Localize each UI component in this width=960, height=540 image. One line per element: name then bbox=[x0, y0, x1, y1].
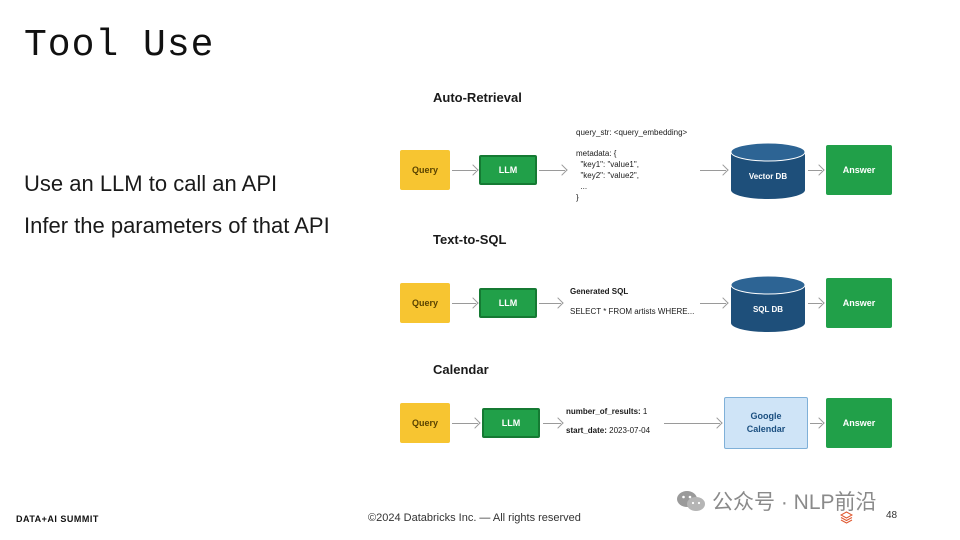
sql-db: SQL DB bbox=[730, 275, 806, 333]
arrow-db-answer-1 bbox=[808, 170, 822, 171]
query-box-text-to-sql: Query bbox=[400, 283, 450, 323]
arrow-params-db-1 bbox=[700, 170, 726, 171]
google-calendar-line2: Calendar bbox=[746, 424, 786, 434]
slide-title: Tool Use bbox=[24, 24, 215, 67]
param-line: Generated SQL bbox=[570, 287, 629, 296]
params-text-to-sql: Generated SQL SELECT * FROM artists WHER… bbox=[570, 286, 694, 317]
answer-box-calendar: Answer bbox=[826, 398, 892, 448]
param-key: start_date: bbox=[566, 426, 607, 435]
llm-box-auto-retrieval: LLM bbox=[479, 155, 537, 185]
param-line: "key2": "value2", bbox=[576, 171, 639, 180]
arrow-params-calendar bbox=[664, 423, 720, 424]
params-calendar: number_of_results: 1 start_date: 2023-07… bbox=[566, 406, 650, 436]
params-auto-retrieval: query_str: <query_embedding> metadata: {… bbox=[576, 127, 687, 203]
llm-box-text-to-sql: LLM bbox=[479, 288, 537, 318]
arrow-llm-params-3 bbox=[543, 423, 561, 424]
arrow-params-db-2 bbox=[700, 303, 726, 304]
page-number: 48 bbox=[886, 510, 898, 521]
sql-db-label: SQL DB bbox=[752, 305, 784, 314]
param-line: "key1": "value1", bbox=[576, 160, 639, 169]
query-box-auto-retrieval: Query bbox=[400, 150, 450, 190]
query-box-calendar: Query bbox=[400, 403, 450, 443]
llm-box-calendar: LLM bbox=[482, 408, 540, 438]
arrow-query-llm-3 bbox=[452, 423, 478, 424]
vector-db: Vector DB bbox=[730, 142, 806, 200]
google-calendar-line1: Google bbox=[750, 411, 782, 421]
database-icon bbox=[730, 142, 806, 199]
watermark-text: 公众号 · NLP前沿 bbox=[712, 491, 877, 514]
param-line: } bbox=[576, 193, 579, 202]
wechat-icon bbox=[677, 491, 705, 511]
arrow-query-llm-2 bbox=[452, 303, 476, 304]
bullet-2: Infer the parameters of that API bbox=[24, 213, 330, 238]
param-key: number_of_results: bbox=[566, 407, 641, 416]
arrow-calendar-answer bbox=[810, 423, 822, 424]
arrow-llm-params-1 bbox=[539, 170, 565, 171]
param-value: 1 bbox=[642, 407, 648, 416]
answer-box-auto-retrieval: Answer bbox=[826, 145, 892, 195]
answer-box-text-to-sql: Answer bbox=[826, 278, 892, 328]
brand-logo: DATA+AI SUMMIT bbox=[16, 514, 99, 524]
param-line: ... bbox=[576, 182, 588, 191]
param-value: 2023-07-04 bbox=[609, 426, 651, 435]
databricks-icon bbox=[840, 511, 853, 524]
section-title-calendar: Calendar bbox=[433, 362, 489, 377]
database-icon bbox=[730, 275, 806, 332]
bullet-1: Use an LLM to call an API bbox=[24, 171, 278, 196]
vector-db-label: Vector DB bbox=[748, 172, 788, 181]
arrow-llm-params-2 bbox=[539, 303, 561, 304]
section-title-text-to-sql: Text-to-SQL bbox=[433, 232, 507, 247]
google-calendar-box: Google Calendar bbox=[724, 397, 808, 449]
arrow-db-answer-2 bbox=[808, 303, 822, 304]
param-line: query_str: <query_embedding> bbox=[576, 128, 688, 137]
arrow-query-llm-1 bbox=[452, 170, 476, 171]
watermark: 公众号 · NLP前沿 bbox=[676, 486, 877, 516]
section-title-auto-retrieval: Auto-Retrieval bbox=[433, 90, 522, 105]
copyright: ©2024 Databricks Inc. — All rights reser… bbox=[368, 512, 581, 524]
param-line: metadata: { bbox=[576, 149, 617, 158]
param-line: SELECT * FROM artists WHERE... bbox=[570, 307, 695, 316]
